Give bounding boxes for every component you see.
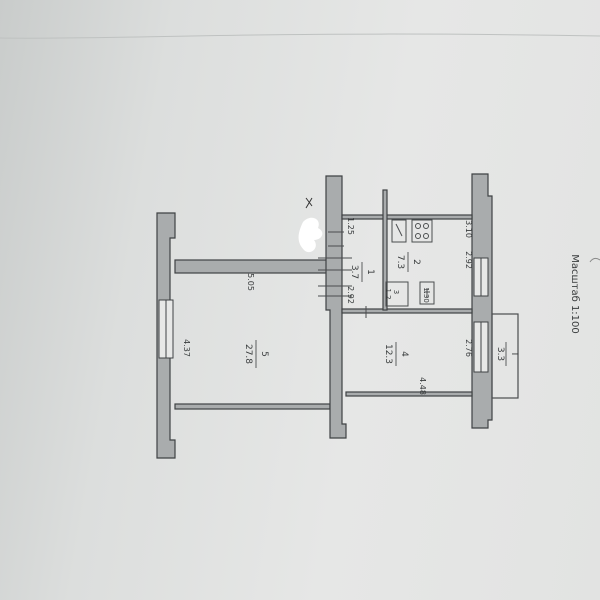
balcony-outline xyxy=(491,313,519,399)
dim-toilet: 1.30 xyxy=(422,287,430,303)
room-5-area: 27.8 xyxy=(243,344,253,364)
room-1-width: 2.92 xyxy=(346,286,355,304)
room-2-number: 2 xyxy=(411,259,421,265)
room-5-dim-a: 5.05 xyxy=(246,273,255,291)
windows xyxy=(158,257,489,373)
room-5-dim-b: 4.37 xyxy=(182,339,191,357)
room-4-number: 4 xyxy=(399,351,409,357)
tick-marks xyxy=(318,257,352,271)
balcony-area: 3.3 xyxy=(495,347,505,361)
pen-mark xyxy=(589,257,600,263)
room-2-dim-a: 3.10 xyxy=(464,220,473,238)
room-1-number: 1 xyxy=(365,269,375,275)
room-5-number: 5 xyxy=(259,351,269,357)
wall-room5-bottom xyxy=(174,403,331,410)
room-2-area: 7.3 xyxy=(395,255,405,269)
room-2-dim-b: 2.92 xyxy=(464,251,473,269)
redaction-mark xyxy=(298,217,323,253)
walls xyxy=(156,173,493,459)
balcony-number: I xyxy=(509,353,519,356)
wall-partition xyxy=(382,189,388,311)
stove-icon xyxy=(411,219,433,243)
fixtures xyxy=(385,219,435,307)
sink-icon xyxy=(391,219,407,243)
wall-room4-bottom xyxy=(345,391,473,397)
doors xyxy=(318,231,367,318)
wall-room5-top xyxy=(174,259,331,274)
wall-center xyxy=(325,175,347,439)
wall-right-outer xyxy=(471,173,493,429)
room-4-dim-b: 4.48 xyxy=(418,377,427,395)
toilet-icon xyxy=(419,281,435,305)
scale-text: Масштаб 1:100 xyxy=(569,254,580,334)
room-3-area: 1.2 xyxy=(384,288,392,299)
sheet-fold-line xyxy=(0,33,600,39)
wall-room2-room4 xyxy=(341,308,473,314)
room-3-number: 3 xyxy=(392,290,400,294)
dim-top-left: 1.25 xyxy=(346,217,355,235)
room-1-area: 3.7 xyxy=(349,265,359,279)
room-4-dim-a: 2.76 xyxy=(464,339,473,357)
wall-top-inner xyxy=(341,214,473,220)
scribble xyxy=(305,197,313,209)
bath-icon xyxy=(385,281,409,307)
room-4-area: 12.3 xyxy=(383,344,393,364)
